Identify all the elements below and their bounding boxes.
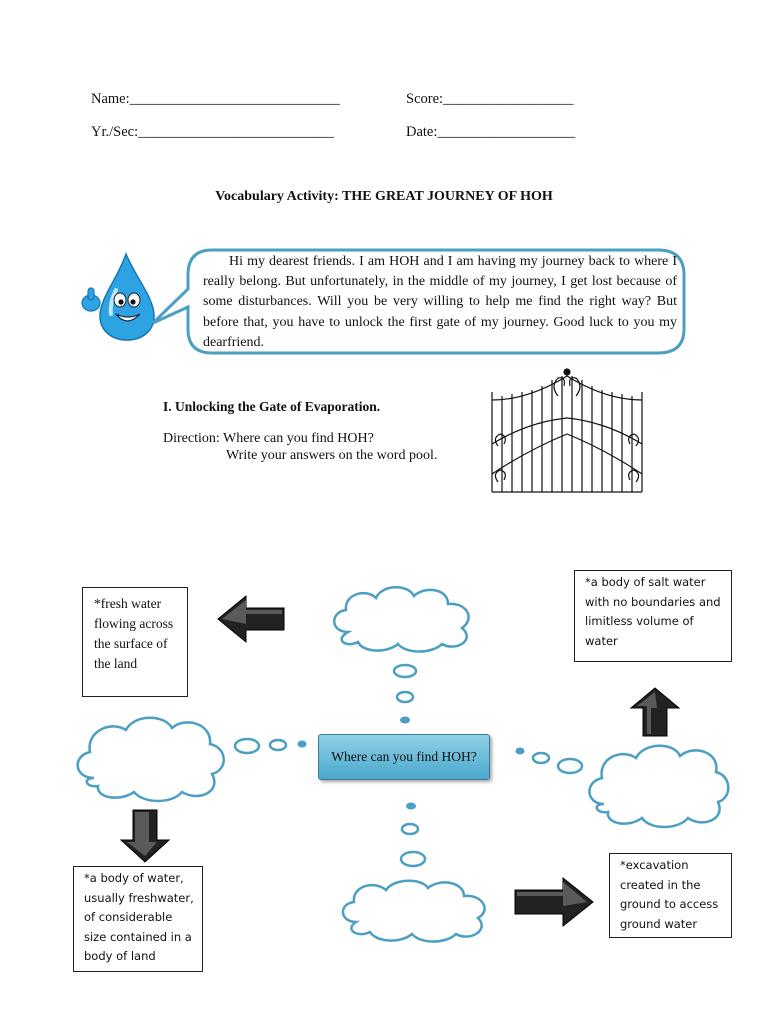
name-field[interactable]: Name:_____________________________	[91, 91, 340, 107]
date-field[interactable]: Date:___________________	[406, 124, 576, 140]
clue-box-ocean: *a body of salt water with no boundaries…	[574, 570, 732, 662]
cloud-top	[333, 586, 470, 653]
section-heading: I. Unlocking the Gate of Evaporation.	[163, 399, 381, 414]
yr-sec-field[interactable]: Yr./Sec:___________________________	[91, 124, 334, 140]
center-question-box: Where can you find HOH?	[318, 734, 490, 780]
clue-box-lake: *a body of water, usually freshwater, of…	[73, 866, 203, 972]
water-droplet-icon	[81, 251, 155, 341]
gate-icon	[491, 368, 643, 493]
clue-box-river: *fresh water flowing across the surface …	[82, 587, 188, 697]
arrow-left-icon	[217, 594, 285, 644]
cloud-right	[588, 744, 730, 829]
cloud-bottom	[341, 879, 486, 943]
direction-line-2: Write your answers on the word pool.	[226, 448, 438, 463]
direction-line-1: Direction: Where can you find HOH?	[163, 431, 374, 446]
speech-bubble	[151, 248, 686, 355]
clue-box-well: *excavation created in the ground to acc…	[609, 853, 732, 938]
arrow-down-icon	[119, 809, 171, 863]
arrow-right-icon	[514, 876, 594, 928]
speech-text: Hi my dearest friends. I am HOH and I am…	[203, 252, 677, 353]
arrow-up-icon	[629, 687, 681, 737]
cloud-left	[76, 716, 225, 803]
speech-content: Hi my dearest friends. I am HOH and I am…	[203, 254, 677, 350]
score-field[interactable]: Score:__________________	[406, 91, 574, 107]
page-title: Vocabulary Activity: THE GREAT JOURNEY O…	[215, 189, 553, 204]
